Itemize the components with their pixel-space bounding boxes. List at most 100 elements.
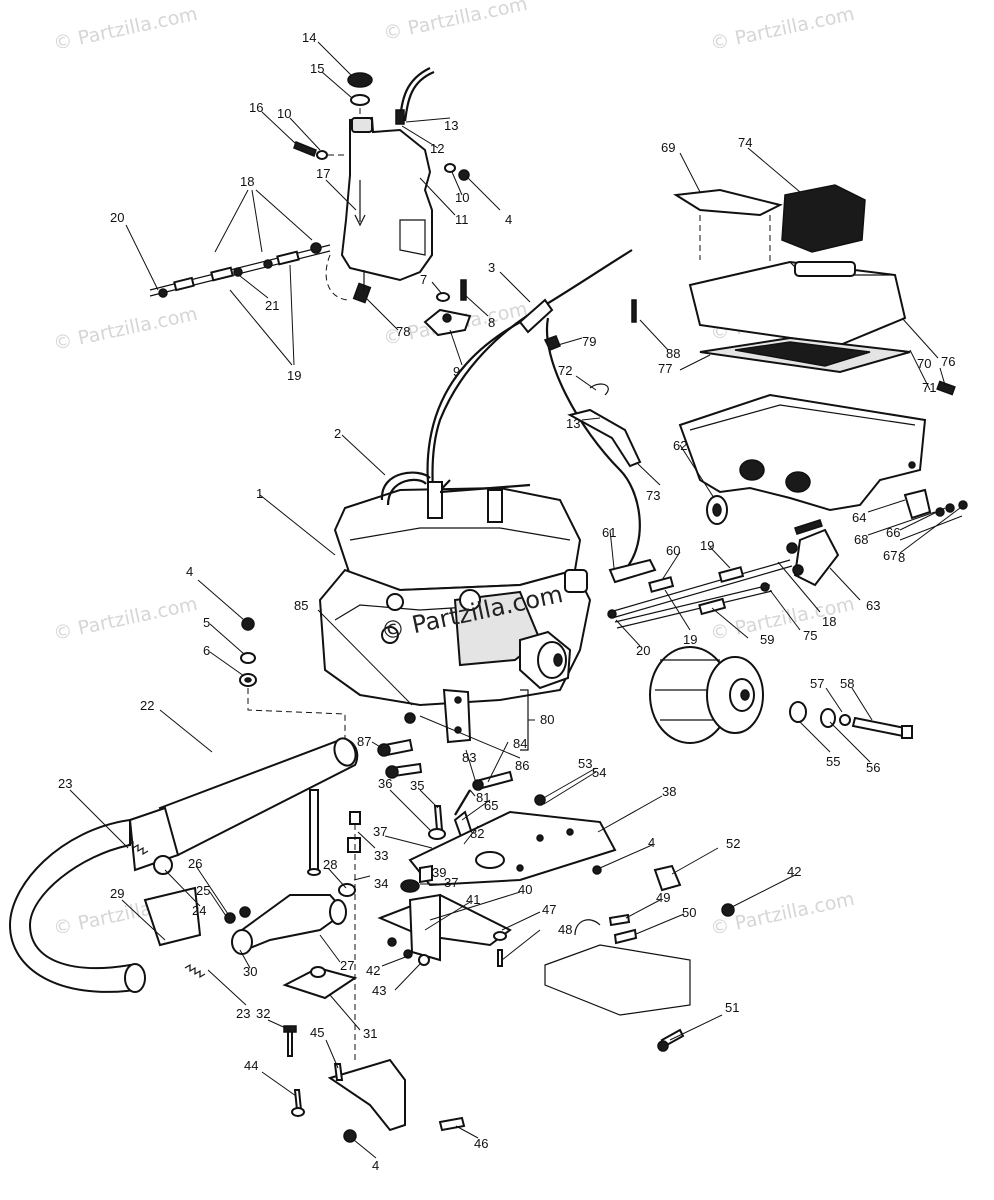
callout-label: 64 <box>852 510 866 525</box>
callout-label: 54 <box>592 765 606 780</box>
callout-label: 37 <box>444 875 458 890</box>
fuel-tank-assembly <box>293 67 472 337</box>
callout-label: 20 <box>636 643 650 658</box>
callout-label: 85 <box>294 598 308 613</box>
callout-label: 88 <box>666 346 680 361</box>
callout-label: 11 <box>455 212 469 227</box>
callout-label: 5 <box>203 615 210 630</box>
callout-label: 73 <box>646 488 660 503</box>
callout-label: 75 <box>803 628 817 643</box>
callout-label: 50 <box>682 905 696 920</box>
callout-label: 26 <box>188 856 202 871</box>
watermark: © Partzilla.com <box>708 3 856 55</box>
callout-label: 37 <box>373 824 387 839</box>
callout-label: 42 <box>366 963 380 978</box>
callout-label: 9 <box>453 364 460 379</box>
callout-label: 14 <box>302 30 316 45</box>
fuel-line-left <box>149 242 351 301</box>
callout-label: 19 <box>287 368 301 383</box>
callout-label: 72 <box>558 363 572 378</box>
callout-label: 28 <box>323 857 337 872</box>
callout-label: 4 <box>505 212 512 227</box>
callout-label: 31 <box>363 1026 377 1041</box>
callout-label: 10 <box>455 190 469 205</box>
fuel-line-right <box>607 558 793 629</box>
callout-label: 22 <box>140 698 154 713</box>
callout-label: 8 <box>488 315 495 330</box>
mount-hardware <box>239 617 546 847</box>
callout-label: 24 <box>192 903 206 918</box>
callout-label: 81 <box>476 790 490 805</box>
callout-label: 62 <box>673 438 687 453</box>
callout-label: 76 <box>941 354 955 369</box>
lower-brackets <box>291 864 735 1143</box>
callout-label: 70 <box>917 356 931 371</box>
callout-label: 41 <box>466 892 480 907</box>
callout-label: 36 <box>378 776 392 791</box>
callout-label: 43 <box>372 983 386 998</box>
callout-label: 18 <box>240 174 254 189</box>
callout-label: 30 <box>243 964 257 979</box>
callout-label: 60 <box>666 543 680 558</box>
callout-label: 1 <box>256 486 263 501</box>
callout-label: 7 <box>420 272 427 287</box>
callout-label: 87 <box>357 734 371 749</box>
watermark: © Partzilla.com <box>51 593 199 645</box>
callout-label: 2 <box>334 426 341 441</box>
callout-label: 15 <box>310 61 324 76</box>
callout-label: 46 <box>474 1136 488 1151</box>
callout-label: 69 <box>661 140 675 155</box>
callout-label: 45 <box>310 1025 324 1040</box>
callout-label: 10 <box>277 106 291 121</box>
callout-label: 23 <box>236 1006 250 1021</box>
callout-label: 52 <box>726 836 740 851</box>
watermark: © Partzilla.com <box>51 3 199 55</box>
callout-label: 33 <box>374 848 388 863</box>
engine-block <box>318 471 592 707</box>
callout-label: 29 <box>110 886 124 901</box>
callout-label: 20 <box>110 210 124 225</box>
callout-label: 34 <box>374 876 388 891</box>
callout-label: 47 <box>542 902 556 917</box>
callout-label: 74 <box>738 135 752 150</box>
callout-label: 56 <box>866 760 880 775</box>
watermark: © Partzilla.com <box>381 0 529 45</box>
callout-label: 3 <box>488 260 495 275</box>
callout-label: 4 <box>186 564 193 579</box>
callout-label: 68 <box>854 532 868 547</box>
callout-label: 8 <box>898 550 905 565</box>
callout-label: 17 <box>316 166 330 181</box>
callout-label: 71 <box>922 380 936 395</box>
callout-label: 53 <box>578 756 592 771</box>
callout-label: 86 <box>515 758 529 773</box>
callout-label: 12 <box>430 141 444 156</box>
callout-label: 67 <box>883 548 897 563</box>
cap-gasket <box>350 94 370 106</box>
callout-label: 4 <box>648 835 655 850</box>
tank-cap <box>347 72 373 88</box>
callout-label: 25 <box>196 883 210 898</box>
callout-label: 23 <box>58 776 72 791</box>
callout-label: 27 <box>340 958 354 973</box>
callout-label: 78 <box>396 324 410 339</box>
watermark: © Partzilla.com <box>51 303 199 355</box>
oil-tank <box>340 116 433 282</box>
callout-label: 49 <box>656 890 670 905</box>
callout-label: 38 <box>662 784 676 799</box>
callout-label: 19 <box>683 632 697 647</box>
callout-label: 84 <box>513 736 527 751</box>
callout-label: 21 <box>265 298 279 313</box>
callout-label: 4 <box>372 1158 379 1173</box>
muffler <box>158 738 359 857</box>
callout-label: 63 <box>866 598 880 613</box>
callout-label: 51 <box>725 1000 739 1015</box>
callout-label: 65 <box>484 798 498 813</box>
callout-label: 80 <box>540 712 554 727</box>
callout-label: 82 <box>470 826 484 841</box>
drive-clutch <box>649 646 913 744</box>
callout-label: 40 <box>518 882 532 897</box>
callout-label: 16 <box>249 100 263 115</box>
callout-label: 19 <box>700 538 714 553</box>
callout-label: 44 <box>244 1058 258 1073</box>
